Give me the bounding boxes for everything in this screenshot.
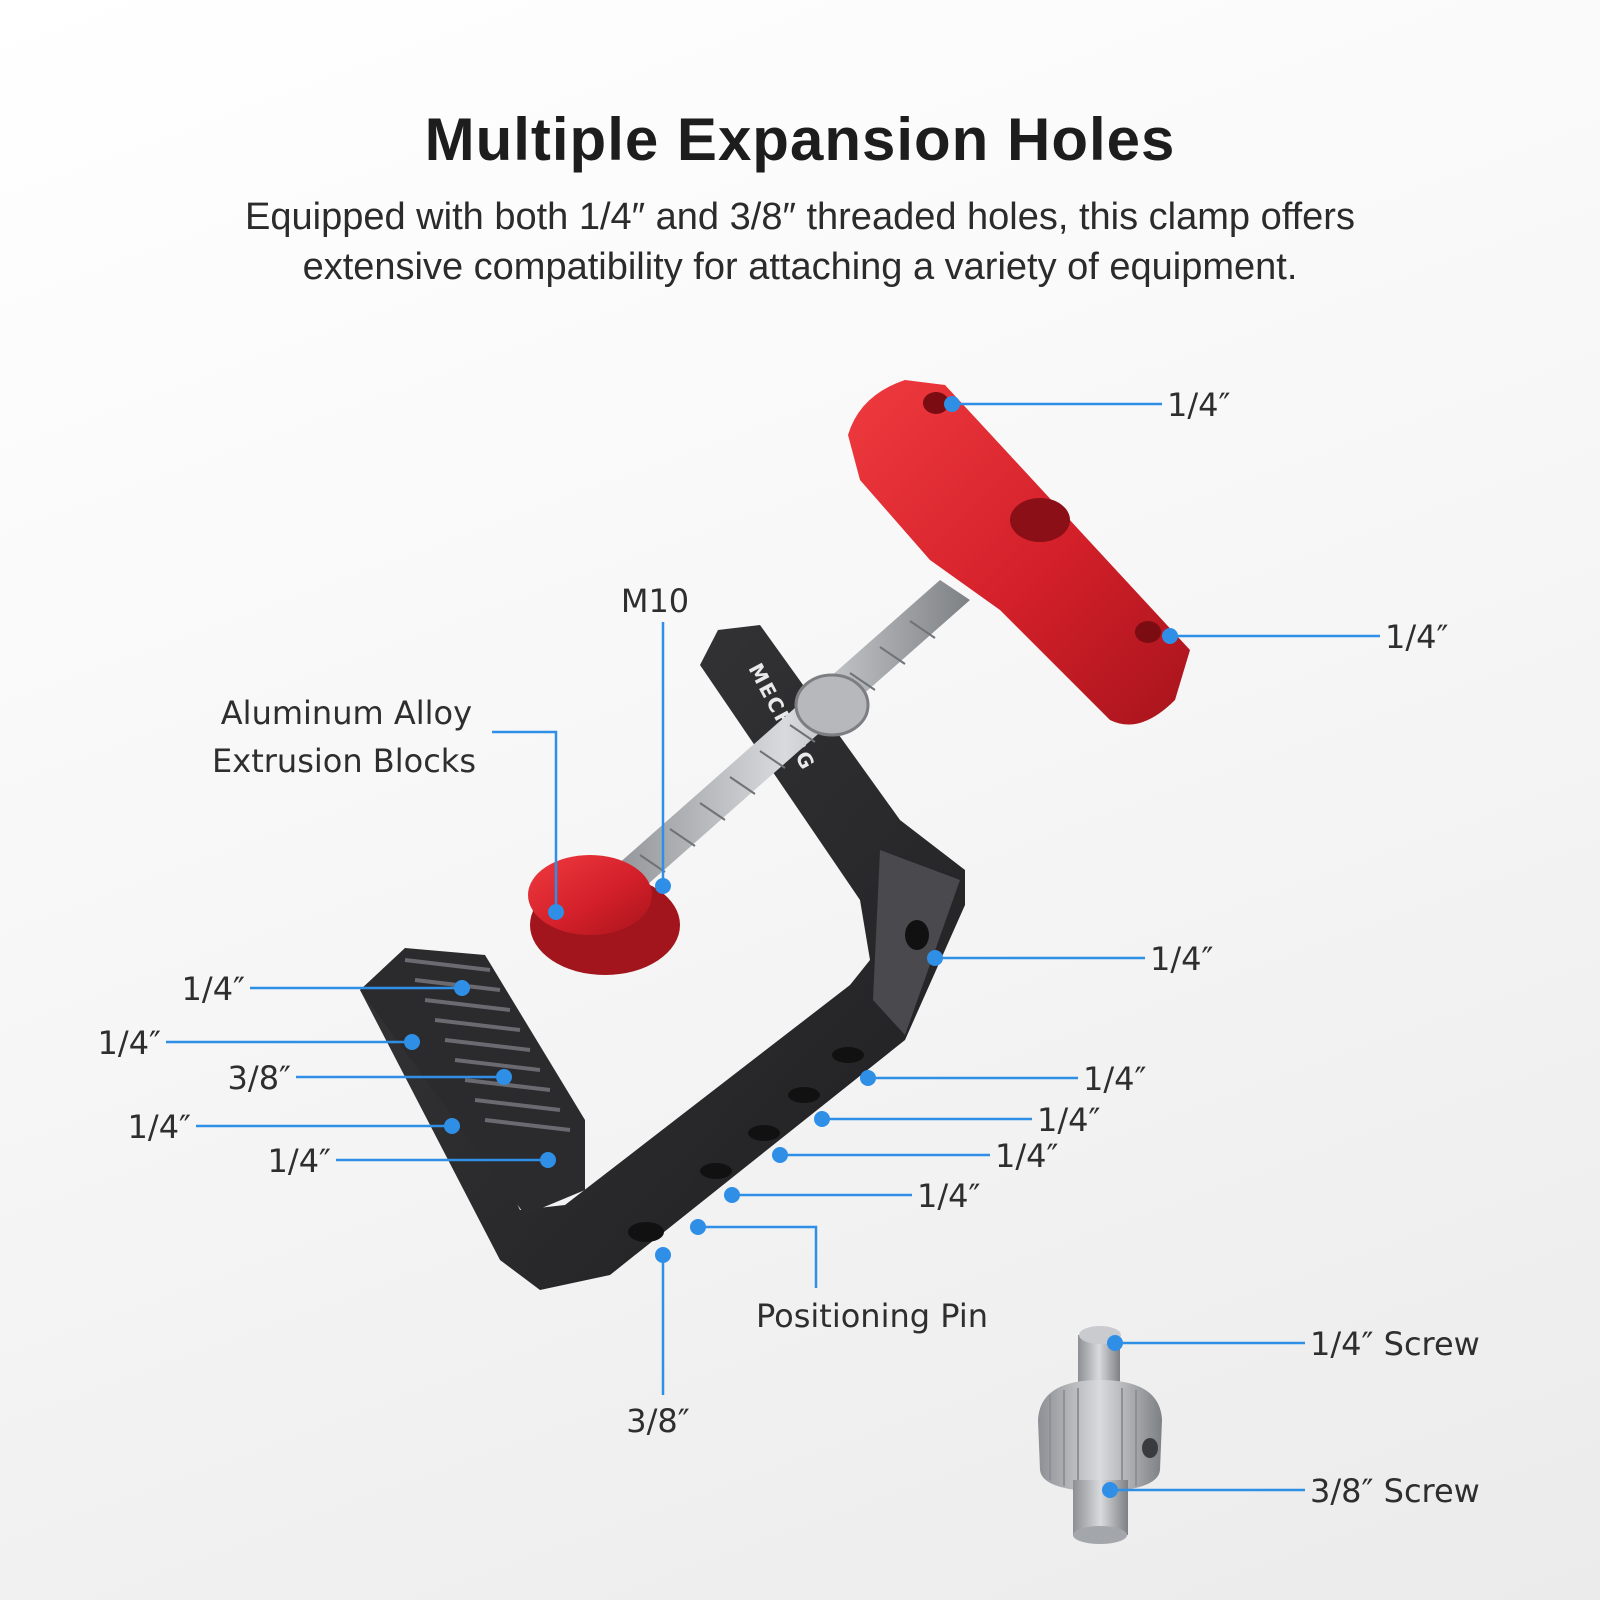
- label-screw-top: 1/4″ Screw: [1310, 1325, 1480, 1363]
- t-handle: [848, 380, 1190, 725]
- label-positioning-pin: Positioning Pin: [756, 1297, 988, 1335]
- dot-jaw-4: [444, 1118, 460, 1134]
- page-subtitle: Equipped with both 1/4″ and 3/8″ threade…: [150, 192, 1450, 292]
- subtitle-line-2: extensive compatibility for attaching a …: [302, 246, 1298, 288]
- leader-positioning-pin: [698, 1225, 818, 1288]
- label-jaw-3: 3/8″: [228, 1059, 292, 1097]
- clamp-frame: [360, 625, 965, 1290]
- label-handle-top: 1/4″: [1167, 386, 1231, 424]
- page-title: Multiple Expansion Holes: [424, 106, 1176, 173]
- label-row-2: 1/4″: [1037, 1101, 1101, 1139]
- subtitle-line-1: Equipped with both 1/4″ and 3/8″ threade…: [245, 196, 1355, 238]
- dot-m10: [655, 878, 671, 894]
- spindle-rod: [600, 580, 970, 900]
- dot-side-hole: [927, 950, 943, 966]
- dot-positioning-pin: [690, 1219, 706, 1235]
- dot-jaw-1: [454, 980, 470, 996]
- frame-holes: [628, 920, 929, 1242]
- label-row-4: 1/4″: [917, 1177, 981, 1215]
- leader-alu: [492, 730, 558, 910]
- adapter-screw: [1038, 1326, 1162, 1544]
- callout-lines: [166, 402, 1380, 1492]
- dot-row-1: [860, 1070, 876, 1086]
- label-bottom-hole: 3/8″: [626, 1402, 690, 1440]
- label-alu-line-2: Extrusion Blocks: [212, 742, 476, 780]
- dot-handle-top: [944, 396, 960, 412]
- label-jaw-1: 1/4″: [182, 970, 246, 1008]
- dot-screw-bottom: [1102, 1482, 1118, 1498]
- dot-row-3: [772, 1147, 788, 1163]
- label-jaw-2: 1/4″: [98, 1024, 162, 1062]
- spindle: [600, 580, 970, 900]
- dot-row-4: [724, 1187, 740, 1203]
- label-row-1: 1/4″: [1083, 1060, 1147, 1098]
- label-jaw-4: 1/4″: [128, 1108, 192, 1146]
- label-m10: M10: [621, 582, 689, 620]
- label-screw-bottom: 3/8″ Screw: [1310, 1472, 1480, 1510]
- label-side-hole: 1/4″: [1150, 940, 1214, 978]
- dot-alu: [548, 904, 564, 920]
- callout-labels: 1/4″ 1/4″ M10 Aluminum Alloy Extrusion B…: [98, 386, 1480, 1510]
- dot-screw-top: [1107, 1335, 1123, 1351]
- label-alu-line-1: Aluminum Alloy: [221, 694, 472, 732]
- dot-jaw-3: [496, 1069, 512, 1085]
- callout-dots: [404, 396, 1178, 1498]
- label-row-3: 1/4″: [995, 1137, 1059, 1175]
- dot-handle-bottom: [1162, 628, 1178, 644]
- label-jaw-5: 1/4″: [268, 1142, 332, 1180]
- dot-jaw-5: [540, 1152, 556, 1168]
- spindle-washer: [794, 673, 870, 737]
- dot-row-2: [814, 1111, 830, 1127]
- dot-jaw-2: [404, 1034, 420, 1050]
- dot-bottom-hole: [655, 1247, 671, 1263]
- label-handle-bottom: 1/4″: [1385, 618, 1449, 656]
